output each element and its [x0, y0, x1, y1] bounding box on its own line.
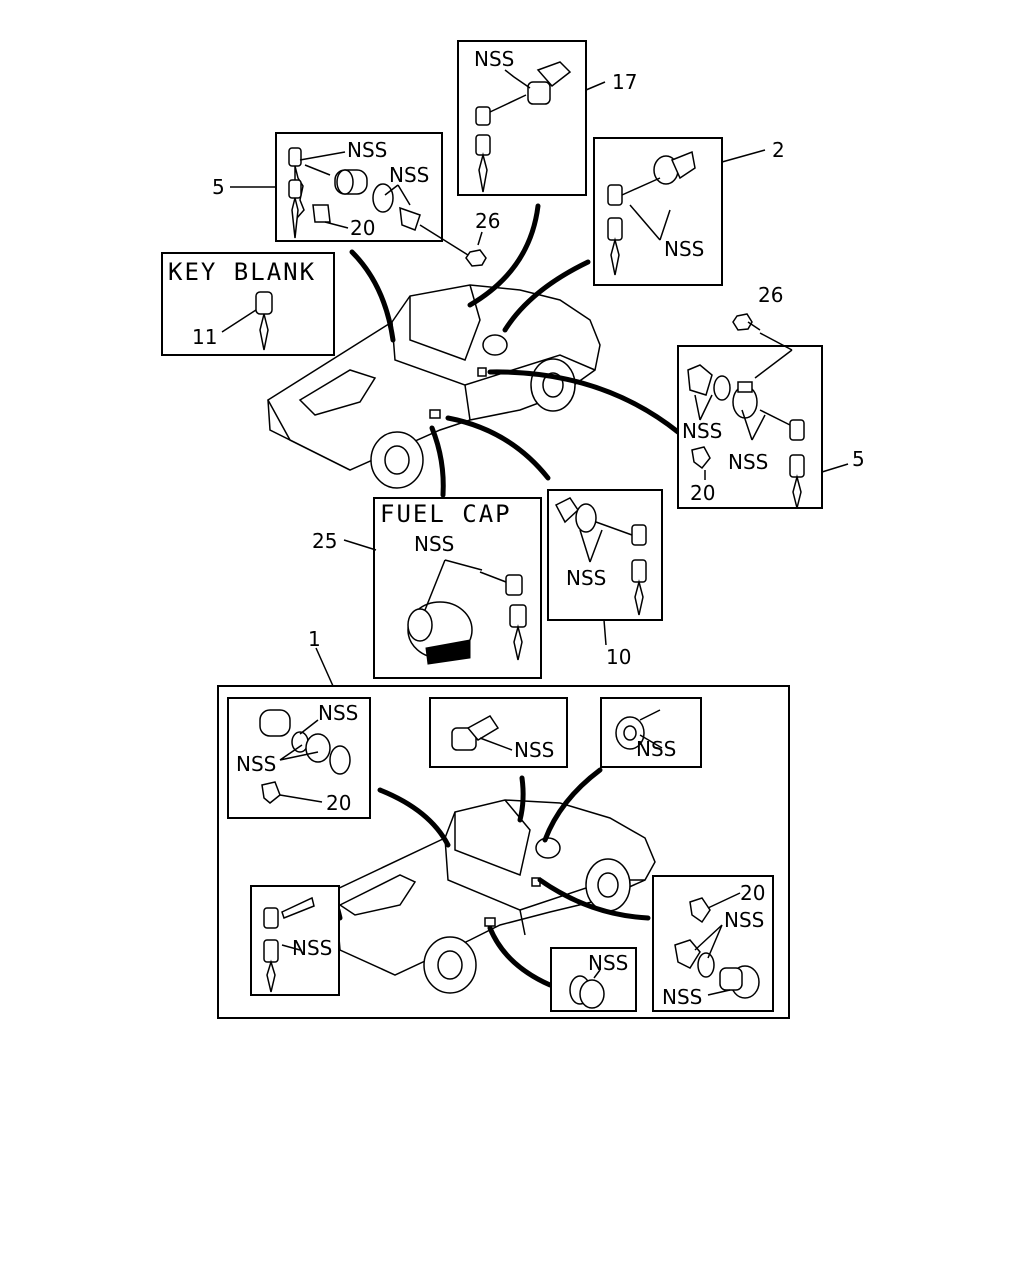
- callout-26: 26: [475, 209, 500, 233]
- key-icon: [505, 574, 527, 661]
- callout-26: 26: [758, 283, 783, 307]
- lock-cylinder-icon: [674, 939, 760, 999]
- ignition-cylinder-icon: [527, 61, 572, 105]
- key-icon: [263, 896, 315, 993]
- nss-label: NSS: [566, 566, 606, 590]
- nss-label: NSS: [236, 752, 276, 776]
- nss-label: NSS: [588, 951, 628, 975]
- lower-truck-illustration: [334, 799, 656, 994]
- callout-1: 1: [308, 627, 321, 651]
- callout-20: 20: [326, 791, 351, 815]
- callout-5: 5: [212, 175, 225, 199]
- latch-icon: [689, 897, 711, 924]
- nss-label: NSS: [514, 738, 554, 762]
- nss-label: NSS: [389, 163, 429, 187]
- key-blank-box: [161, 252, 335, 356]
- key-icon: [255, 291, 273, 351]
- nss-label: NSS: [724, 908, 764, 932]
- fuel-cap-icon: [407, 601, 473, 665]
- lock-cylinder-icon: [687, 364, 758, 419]
- bolt-icon: [465, 231, 487, 267]
- latch-icon: [691, 446, 711, 470]
- callout-2: 2: [772, 138, 785, 162]
- callout-20: 20: [690, 481, 715, 505]
- nss-label: NSS: [318, 701, 358, 725]
- callout-11: 11: [192, 325, 217, 349]
- callout-20: 20: [350, 216, 375, 240]
- nss-label: NSS: [662, 985, 702, 1009]
- key-blank-header: KEY BLANK: [168, 258, 316, 286]
- ignition-cylinder-subbox: [429, 697, 568, 768]
- lock-cylinder-icon: [615, 709, 661, 750]
- key-icon: [789, 419, 805, 509]
- nss-label: NSS: [292, 936, 332, 960]
- fuel-cap-header: FUEL CAP: [380, 500, 512, 528]
- lock-cylinder-icon: [569, 975, 605, 1009]
- nss-label: NSS: [474, 47, 514, 71]
- nss-label: NSS: [682, 419, 722, 443]
- lock-cylinder-icon: [653, 150, 696, 185]
- callout-10: 10: [606, 645, 631, 669]
- nss-label: NSS: [414, 532, 454, 556]
- nss-label: NSS: [664, 237, 704, 261]
- nss-label: NSS: [636, 737, 676, 761]
- key-icon: [475, 106, 491, 193]
- key-icon: [607, 184, 623, 276]
- lock-cylinder-icon: [259, 709, 351, 775]
- callout-20: 20: [740, 881, 765, 905]
- upper-truck-illustration: [267, 284, 601, 489]
- nss-label: NSS: [347, 138, 387, 162]
- callout-5: 5: [852, 447, 865, 471]
- callout-17: 17: [612, 70, 637, 94]
- key-icon: [631, 524, 647, 616]
- lock-cylinder-icon: [554, 497, 597, 533]
- callout-25: 25: [312, 529, 337, 553]
- nss-label: NSS: [728, 450, 768, 474]
- ignition-cylinder-icon: [451, 715, 500, 751]
- latch-icon: [261, 781, 281, 804]
- key-icon: [288, 179, 302, 239]
- lock-cylinder-icon: [312, 169, 421, 231]
- bolt-icon: [732, 313, 761, 331]
